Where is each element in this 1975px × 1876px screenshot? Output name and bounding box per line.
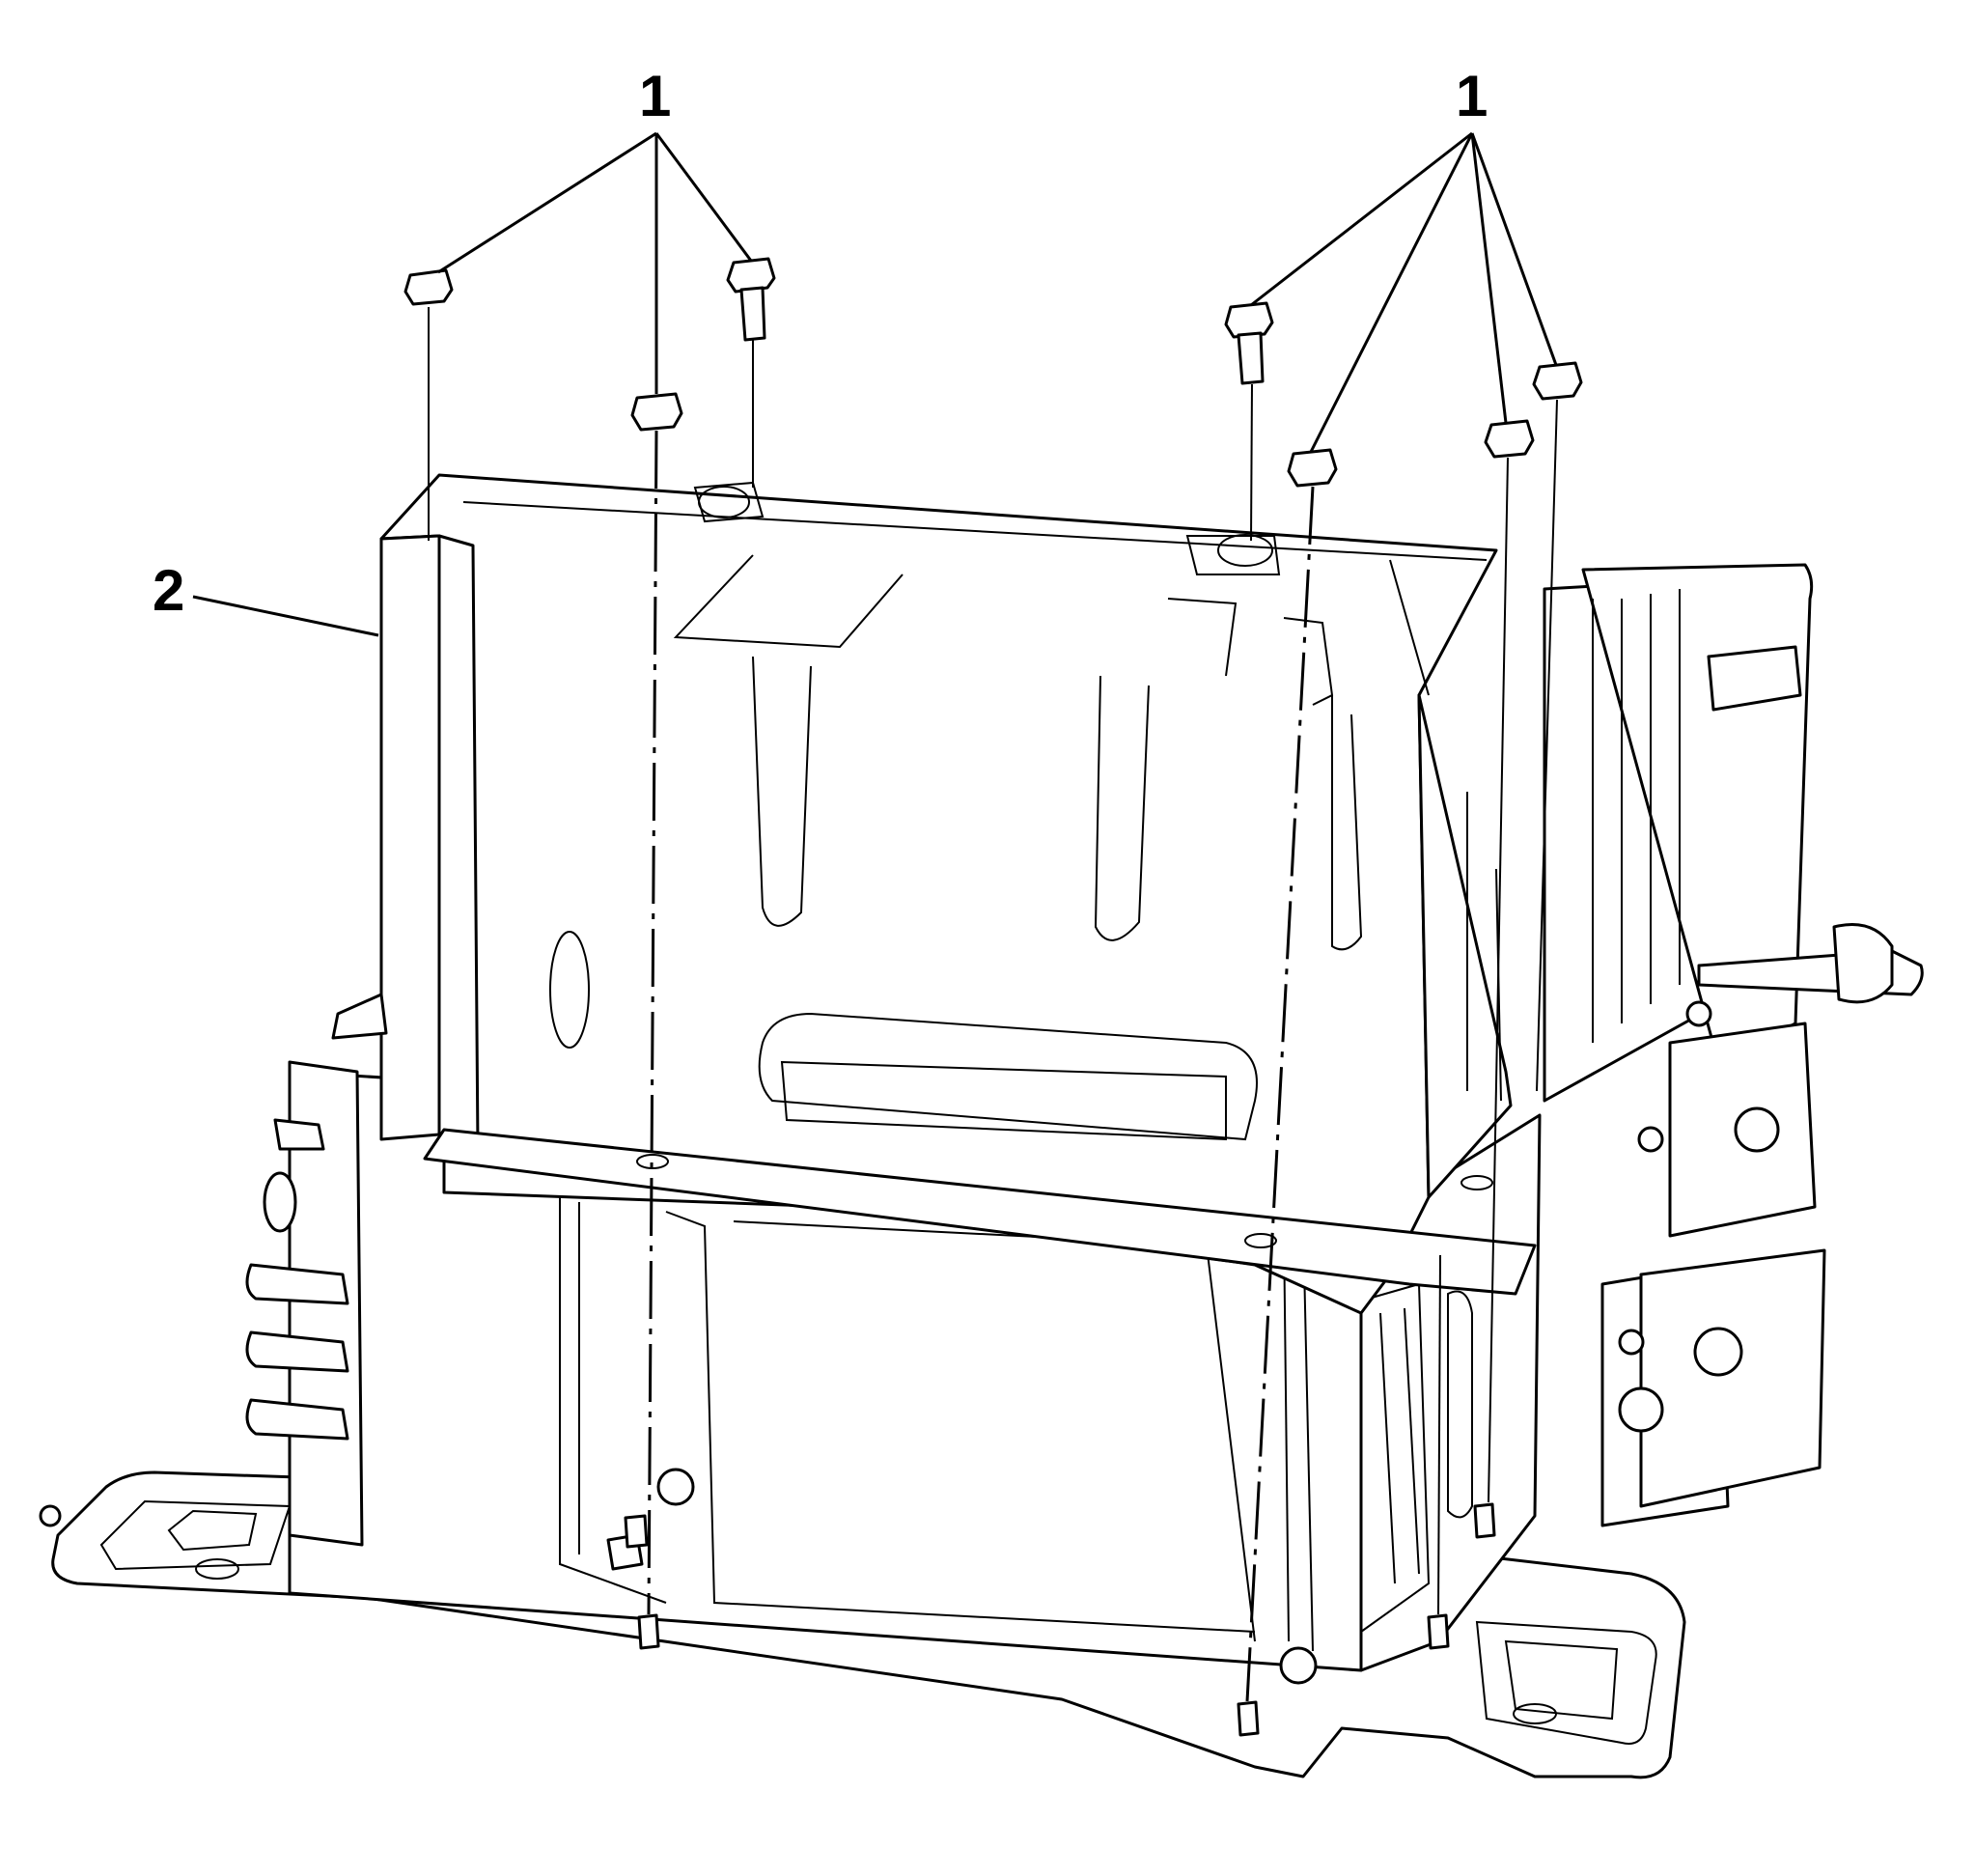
centerlines bbox=[428, 307, 1558, 1702]
fastener-set bbox=[403, 257, 1583, 1737]
nut-3 bbox=[630, 392, 683, 432]
left-bracket bbox=[245, 1060, 364, 1547]
callout-leaders bbox=[192, 131, 1558, 637]
bolt-4 bbox=[1224, 301, 1274, 385]
bolt-2 bbox=[726, 257, 776, 342]
right-components bbox=[1543, 563, 1924, 1527]
studs bbox=[624, 1502, 1496, 1737]
callout-label-1-right: 1 bbox=[1456, 64, 1488, 128]
callout-label-2: 2 bbox=[153, 558, 184, 623]
cover-panel bbox=[331, 473, 1537, 1315]
callout-label-1-left: 1 bbox=[639, 64, 671, 128]
nut-6 bbox=[1484, 419, 1535, 459]
nut-1 bbox=[403, 268, 454, 306]
nut-7 bbox=[1532, 361, 1583, 401]
nut-5 bbox=[1287, 448, 1338, 488]
